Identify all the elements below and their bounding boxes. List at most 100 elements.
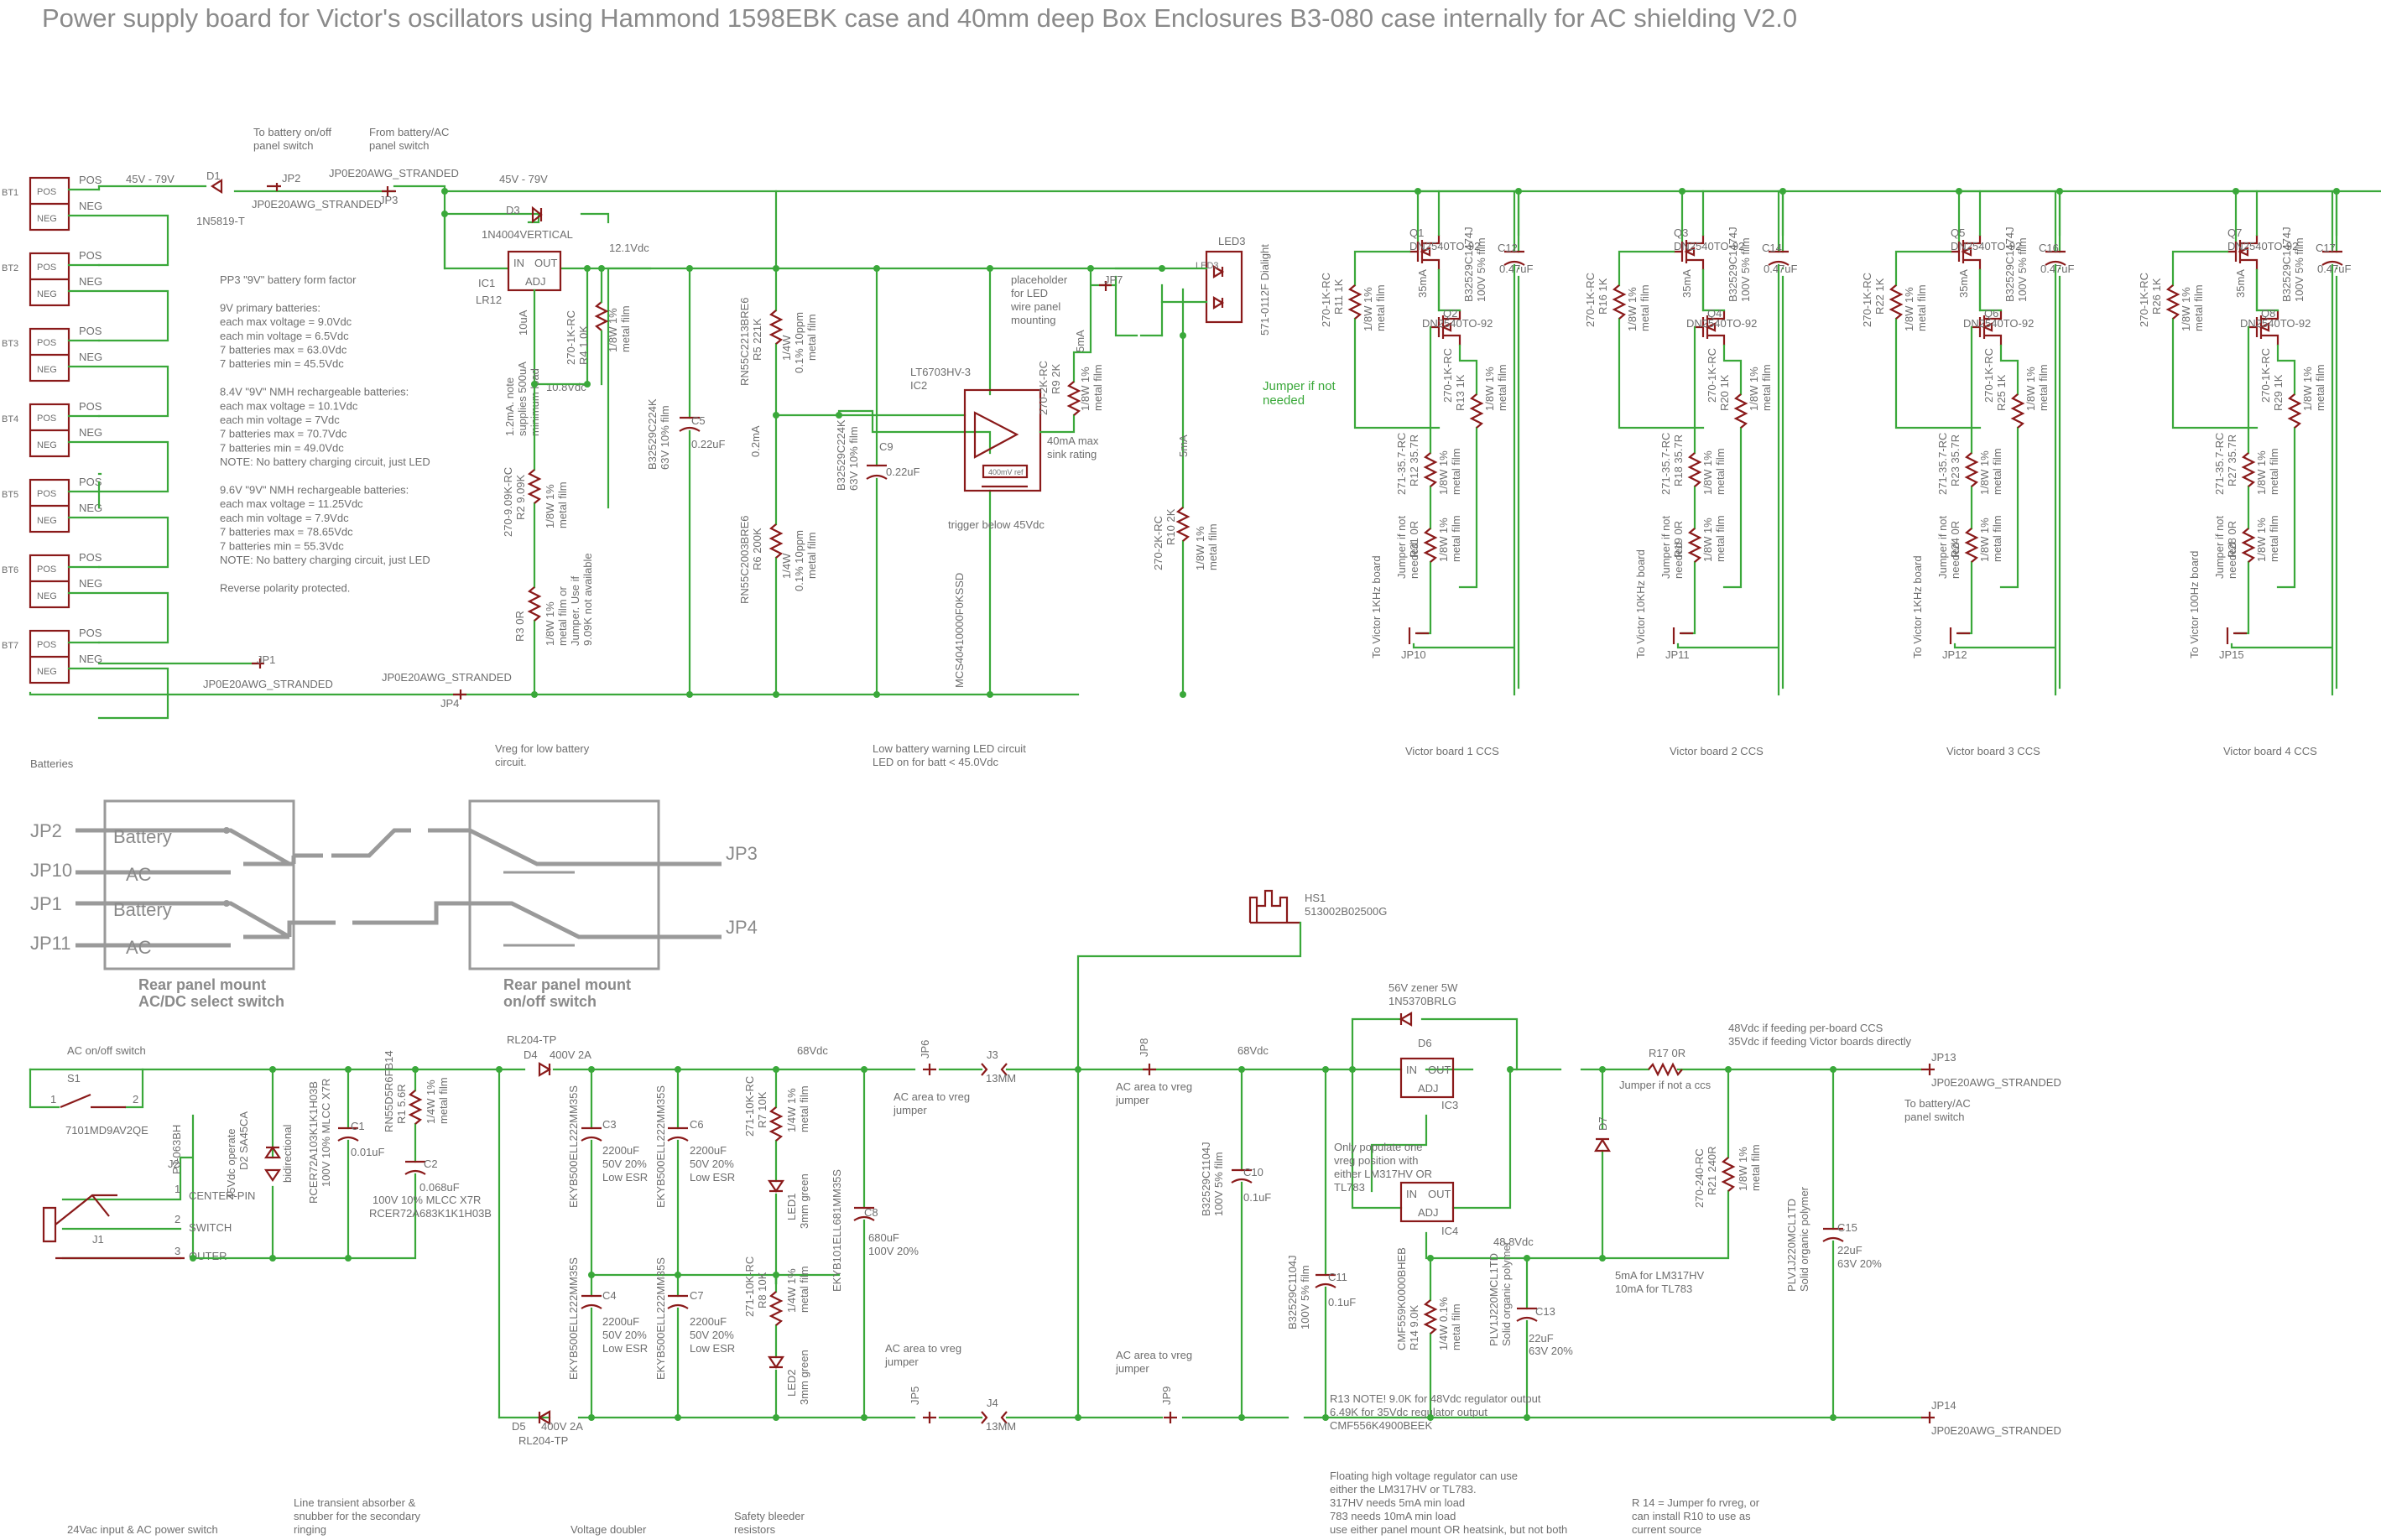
svg-text:50V 20%: 50V 20% [602,1158,647,1170]
svg-text:panel switch: panel switch [369,139,430,152]
svg-text:1.2mA. note: 1.2mA. note [503,377,516,436]
svg-text:RN55C2213BRE6: RN55C2213BRE6 [738,297,751,386]
svg-text:use either panel mount OR heat: use either panel mount OR heatsink, but … [1330,1523,1567,1536]
svg-text:EKYB500ELL222MM35S: EKYB500ELL222MM35S [567,1257,580,1380]
svg-text:D4: D4 [524,1048,538,1061]
svg-text:0.1uF: 0.1uF [1328,1296,1356,1308]
low-battery-led-circuit: RN55C2213BRE6 R5 221K 1/4W 0.1% 10ppm me… [738,190,1336,768]
svg-text:POS: POS [37,414,56,424]
svg-text:metal film: metal film [1450,448,1462,495]
svg-text:RN55D5R6FB14: RN55D5R6FB14 [383,1050,395,1132]
svg-text:C1: C1 [351,1120,365,1132]
svg-text:1N5819-T: 1N5819-T [196,215,245,227]
svg-text:metal film: metal film [805,314,818,361]
svg-text:Safety bleeder: Safety bleeder [734,1510,805,1522]
svg-text:JP4: JP4 [440,697,459,710]
svg-text:LR12: LR12 [476,294,502,306]
svg-text:mounting: mounting [1011,314,1055,326]
svg-text:270-1K-RC: 270-1K-RC [2259,348,2272,403]
svg-text:J3: J3 [987,1048,998,1061]
svg-text:0.2mA: 0.2mA [749,425,762,457]
svg-text:To Victor 100Hz board: To Victor 100Hz board [2188,551,2201,658]
svg-text:R20 1K: R20 1K [1718,374,1731,411]
svg-text:7 batteries min = 49.0Vdc: 7 batteries min = 49.0Vdc [220,441,344,454]
svg-text:LED on for batt < 45.0Vdc: LED on for batt < 45.0Vdc [873,756,998,768]
svg-text:0.068uF: 0.068uF [419,1181,460,1194]
svg-text:NEG: NEG [37,516,57,526]
svg-text:3mm green: 3mm green [798,1173,810,1229]
svg-text:metal film: metal film [805,532,818,579]
svg-text:NEG: NEG [79,200,102,212]
svg-text:resistors: resistors [734,1523,776,1536]
svg-text:C8: C8 [864,1206,878,1219]
svg-text:on/off switch: on/off switch [503,993,597,1010]
svg-text:JP2: JP2 [282,172,300,185]
svg-text:NEG: NEG [37,440,57,450]
svg-text:metal film: metal film [2268,515,2280,562]
svg-text:metal film: metal film [1374,284,1387,331]
svg-text:R22 1K: R22 1K [1873,278,1886,315]
svg-text:HS1: HS1 [1305,892,1326,904]
svg-text:Voltage doubler: Voltage doubler [571,1523,647,1536]
svg-text:9V primary batteries:: 9V primary batteries: [220,301,320,314]
svg-text:RL204-TP: RL204-TP [518,1434,568,1447]
svg-text:1/8W 1%: 1/8W 1% [607,308,619,352]
svg-text:DN2540TO-92: DN2540TO-92 [1674,240,1744,252]
svg-text:50V 20%: 50V 20% [690,1158,734,1170]
svg-text:513002B02500G: 513002B02500G [1305,905,1387,918]
svg-text:NEG: NEG [79,577,102,590]
svg-text:EKYB500ELL222MM35S: EKYB500ELL222MM35S [654,1257,667,1380]
svg-text:Only populate one: Only populate one [1334,1141,1423,1153]
svg-text:JP0E20AWG_STRANDED: JP0E20AWG_STRANDED [382,671,512,684]
svg-text:5mA: 5mA [1177,434,1190,457]
svg-text:JP10: JP10 [30,860,72,881]
svg-text:270-1K-RC: 270-1K-RC [1982,348,1995,403]
svg-text:270-2K-RC: 270-2K-RC [1037,361,1050,415]
svg-text:bidirectional: bidirectional [281,1125,294,1183]
svg-text:Floating high voltage regulato: Floating high voltage regulator can use [1330,1470,1518,1482]
svg-text:56V zener 5W: 56V zener 5W [1388,981,1458,994]
svg-text:metal film: metal film [2268,448,2280,495]
svg-text:C2: C2 [424,1158,438,1170]
svg-text:metal film: metal film [619,305,632,352]
svg-text:POS: POS [79,325,102,337]
svg-text:63V 10% film: 63V 10% film [847,426,860,491]
svg-text:R 14 = Jumper fo rvreg, or: R 14 = Jumper fo rvreg, or [1632,1496,1760,1509]
svg-text:each max voltage = 9.0Vdc: each max voltage = 9.0Vdc [220,315,352,328]
svg-text:NEG: NEG [79,502,102,514]
svg-text:100V 5% film: 100V 5% film [1212,1152,1225,1216]
svg-text:1/8W 1%: 1/8W 1% [1362,287,1374,331]
svg-text:271-35.7-RC: 271-35.7-RC [1395,433,1408,495]
svg-text:1/4W: 1/4W [780,335,793,361]
svg-text:D6: D6 [1418,1037,1432,1049]
svg-text:R16 1K: R16 1K [1597,278,1609,315]
svg-text:1/8W 1%: 1/8W 1% [1978,518,1991,562]
svg-text:BT5: BT5 [2,490,18,500]
svg-text:1/8W 1%: 1/8W 1% [2255,518,2268,562]
svg-text:JP10: JP10 [1401,648,1426,661]
svg-text:DN2540TO-92: DN2540TO-92 [1963,317,2034,330]
svg-text:LED1: LED1 [785,1193,798,1220]
svg-text:R25 1K: R25 1K [1995,374,2008,411]
svg-text:1/8W 1%: 1/8W 1% [2255,450,2268,495]
svg-text:metal film: metal film [1749,1144,1762,1191]
svg-text:NOTE: No battery charging circ: NOTE: No battery charging circuit, just … [220,554,430,566]
svg-text:45V - 79V: 45V - 79V [499,173,548,185]
svg-text:C6: C6 [690,1118,704,1131]
svg-text:1/8W 1%: 1/8W 1% [1701,518,1714,562]
svg-text:BT4: BT4 [2,414,18,424]
svg-text:8.4V "9V" NMH rechargeable bat: 8.4V "9V" NMH rechargeable batteries: [220,386,409,398]
svg-text:POS: POS [79,249,102,262]
svg-text:270-240-RC: 270-240-RC [1693,1148,1706,1208]
svg-text:metal film: metal film [798,1266,810,1313]
svg-text:13MM: 13MM [986,1072,1016,1085]
svg-text:1/4W: 1/4W [780,553,793,579]
svg-text:45V - 79V: 45V - 79V [126,173,175,185]
svg-text:2200uF: 2200uF [602,1315,639,1328]
svg-text:48Vdc if feeding per-board CCS: 48Vdc if feeding per-board CCS [1728,1022,1883,1034]
page-title: Power supply board for Victor's oscillat… [42,3,1797,33]
svg-text:AC: AC [126,864,152,885]
svg-text:270-1K-RC: 270-1K-RC [1706,348,1718,403]
